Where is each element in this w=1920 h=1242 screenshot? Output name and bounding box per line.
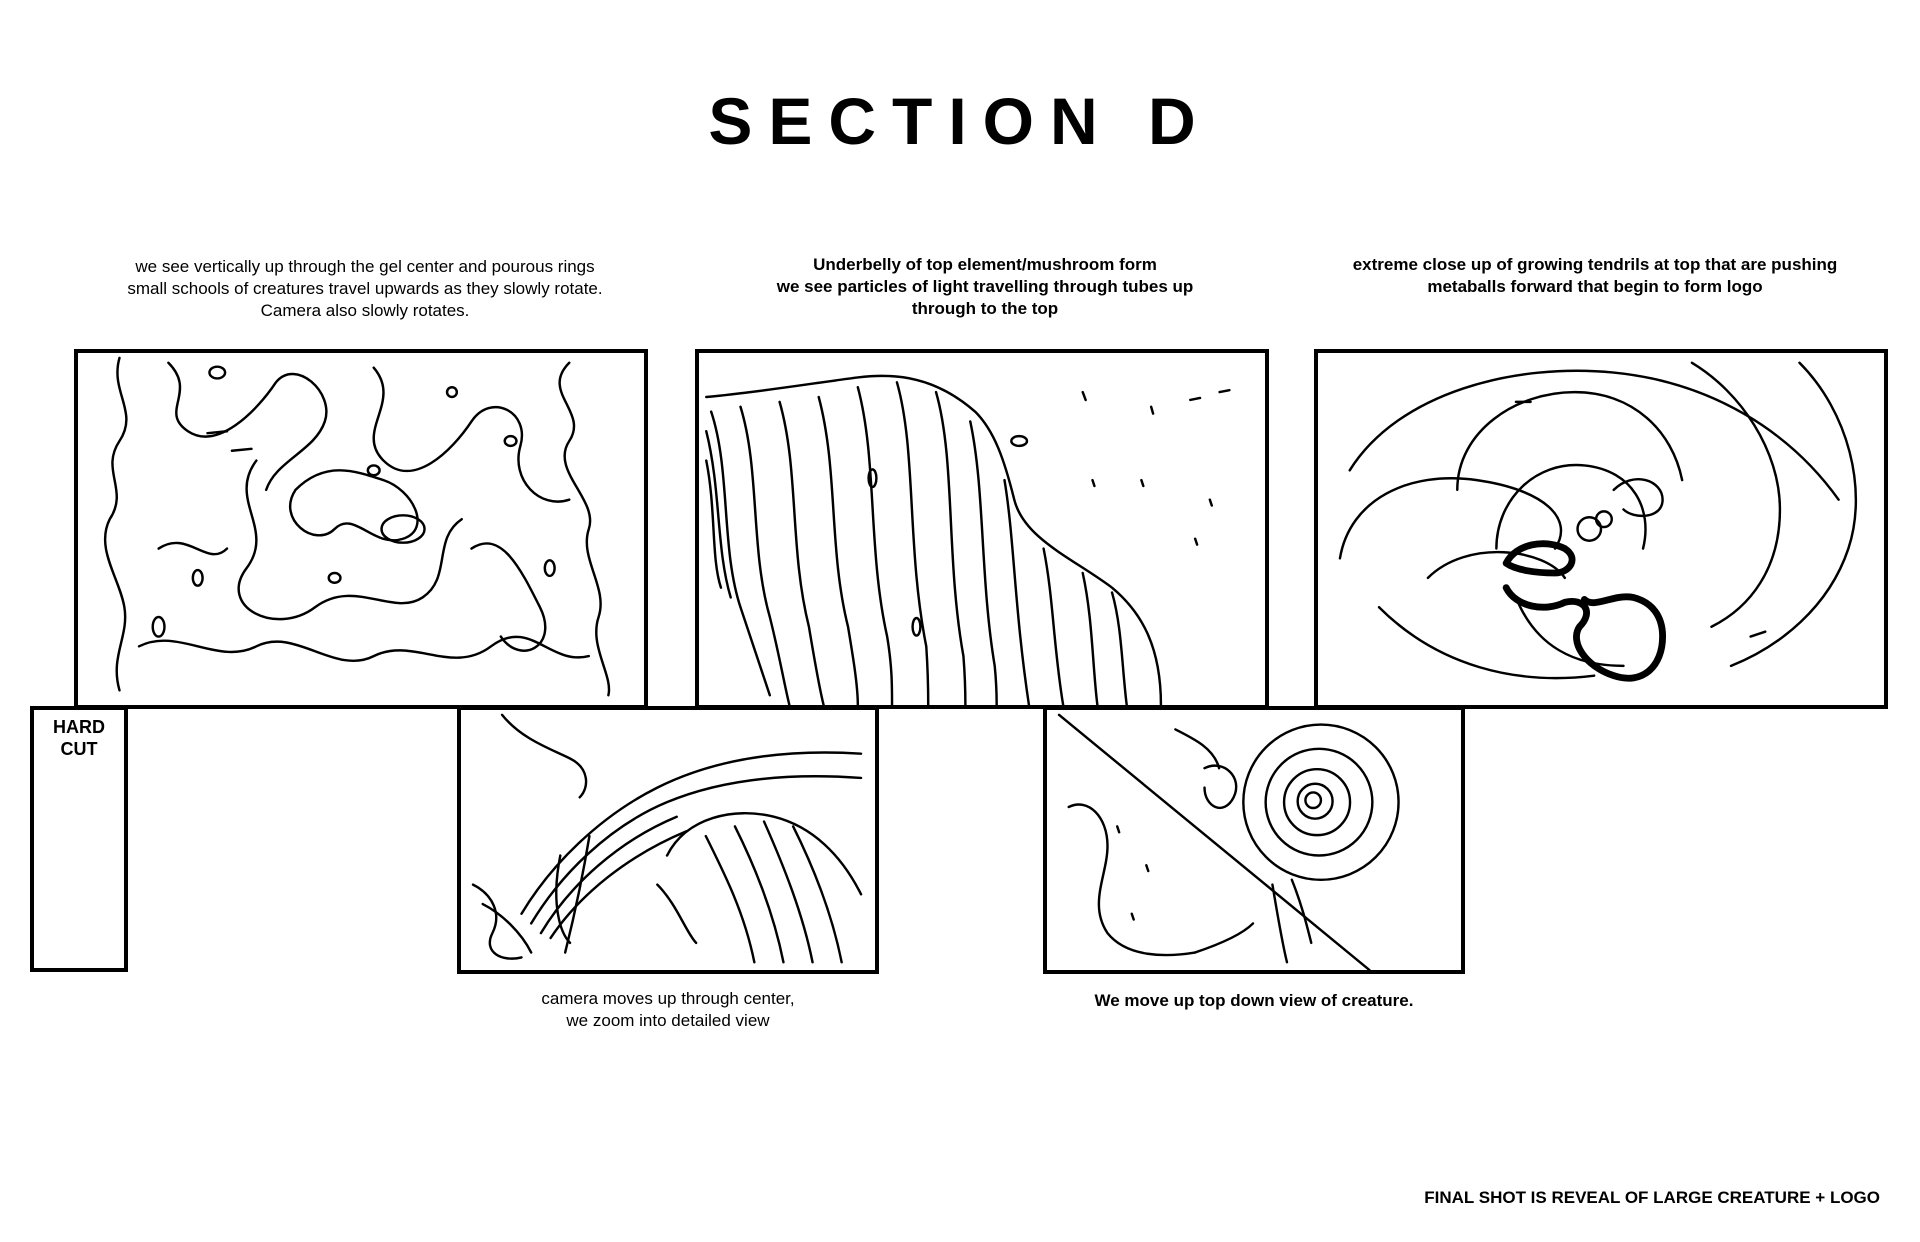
mushroom-underbelly-sketch	[705, 374, 1231, 705]
top-down-creature-sketch	[1057, 713, 1400, 970]
panel-1-caption: we see vertically up through the gel cen…	[127, 257, 603, 320]
panel-4-caption: camera moves up through center, we zoom …	[541, 989, 795, 1030]
storyboard-panel-2	[695, 349, 1269, 709]
panel-5-caption: We move up top down view of creature.	[1094, 991, 1414, 1010]
porous-rings-sketch	[104, 356, 611, 697]
page-title: SECTION D	[708, 84, 1212, 158]
panel-3-caption: extreme close up of growing tendrils at …	[1352, 255, 1838, 296]
storyboard-panel-1	[74, 349, 648, 709]
final-shot-note: FINAL SHOT IS REVEAL OF LARGE CREATURE +…	[1424, 1188, 1880, 1207]
camera-through-center-sketch	[471, 713, 863, 964]
hard-cut-marker: HARD CUT	[30, 706, 128, 972]
storyboard-panel-5	[1043, 706, 1465, 974]
tendrils-metaballs-sketch	[1338, 361, 1858, 682]
storyboard-panel-3	[1314, 349, 1888, 709]
hard-cut-label: HARD CUT	[53, 717, 105, 759]
panel-2-caption: Underbelly of top element/mushroom form …	[776, 255, 1194, 318]
storyboard-panel-4	[457, 706, 879, 974]
